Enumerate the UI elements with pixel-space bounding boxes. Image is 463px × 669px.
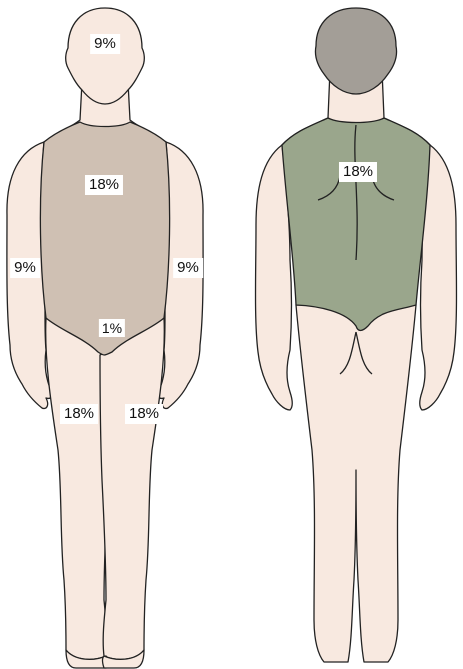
back-torso	[282, 118, 430, 331]
right-arm-percent-label: 9%	[10, 258, 40, 278]
right-leg-percent-label: 18%	[60, 404, 98, 424]
front-figure	[7, 8, 203, 668]
back-legs	[296, 305, 416, 662]
left-leg-percent-label: 18%	[125, 404, 163, 424]
front-head	[66, 8, 145, 104]
back-figure	[256, 8, 457, 662]
front-left-leg	[100, 318, 164, 659]
perineum-percent-label: 1%	[99, 319, 125, 337]
left-arm-percent-label: 9%	[173, 258, 203, 278]
front-torso-percent-label: 18%	[85, 175, 123, 195]
head-percent-label: 9%	[90, 34, 120, 54]
back-torso-percent-label: 18%	[339, 162, 377, 182]
back-head	[315, 8, 396, 94]
